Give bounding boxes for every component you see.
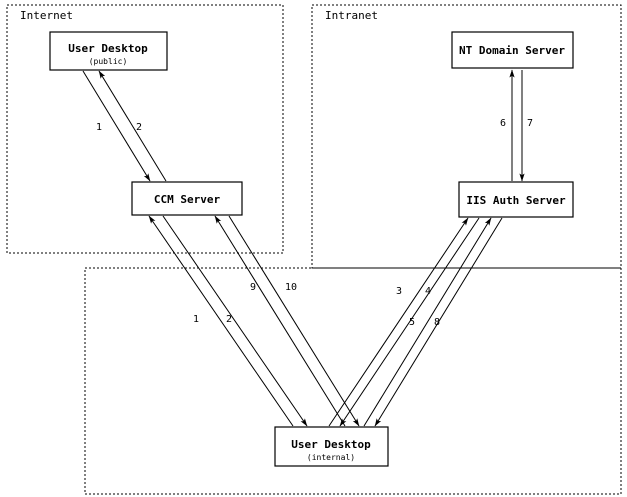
node-subtitle-user-desktop-public: (public) xyxy=(89,57,128,66)
step-label-flow-7: 7 xyxy=(527,118,533,129)
node-title-nt-domain-server: NT Domain Server xyxy=(459,44,565,57)
node-box-ccm-server[interactable] xyxy=(131,181,243,216)
flow-arrow-flow-8 xyxy=(374,217,503,427)
step-label-flow-5: 5 xyxy=(409,317,415,328)
node-title-user-desktop-public: User Desktop xyxy=(68,42,148,55)
step-label-flow-2-public: 2 xyxy=(136,122,142,133)
flow-arrow-flow-4 xyxy=(339,217,480,427)
zones-layer: Internet Intranet xyxy=(6,4,622,495)
flow-arrow-flow-1-internal xyxy=(148,215,294,427)
node-box-nt-domain-server[interactable] xyxy=(451,31,574,69)
flow-labels-layer: 1 2 6 7 1 2 9 10 3 4 5 8 xyxy=(96,118,533,328)
flow-arrow-flow-1-public xyxy=(82,70,151,182)
flow-arrow-flow-10 xyxy=(228,215,360,427)
step-label-flow-4: 4 xyxy=(425,286,431,297)
zone-label-internet: Internet xyxy=(20,9,73,22)
node-box-iis-auth-server[interactable] xyxy=(458,181,574,218)
zone-boundary-intranet xyxy=(311,4,622,269)
step-label-flow-3: 3 xyxy=(396,286,402,297)
flow-arrow-flow-2-public xyxy=(98,70,167,182)
node-box-user-desktop-public[interactable] xyxy=(49,31,168,71)
step-label-flow-1-public: 1 xyxy=(96,122,102,133)
node-title-iis-auth-server: IIS Auth Server xyxy=(466,194,566,207)
nodes-layer: User Desktop (public) CCM Server NT Domain … xyxy=(49,31,574,467)
step-label-flow-8: 8 xyxy=(434,317,440,328)
step-label-flow-6: 6 xyxy=(500,118,506,129)
step-label-flow-10: 10 xyxy=(285,282,297,293)
zone-label-intranet: Intranet xyxy=(325,9,378,22)
flow-arrow-flow-9 xyxy=(214,215,346,427)
flow-arrow-flow-5 xyxy=(363,217,492,427)
step-label-flow-9: 9 xyxy=(250,282,256,293)
step-label-flow-1-internal: 1 xyxy=(193,314,199,325)
node-title-user-desktop-internal: User Desktop xyxy=(291,438,371,451)
zone-boundary-internal-lan xyxy=(84,267,622,495)
node-title-ccm-server: CCM Server xyxy=(154,193,221,206)
flow-arrow-flow-2-internal xyxy=(162,215,308,427)
node-subtitle-user-desktop-internal: (internal) xyxy=(307,453,355,462)
node-box-user-desktop-internal[interactable] xyxy=(274,426,389,467)
flow-arrow-flow-3 xyxy=(328,217,469,427)
step-label-flow-2-internal: 2 xyxy=(226,314,232,325)
flows-layer xyxy=(82,69,525,427)
zone-boundary-internet xyxy=(6,4,284,254)
